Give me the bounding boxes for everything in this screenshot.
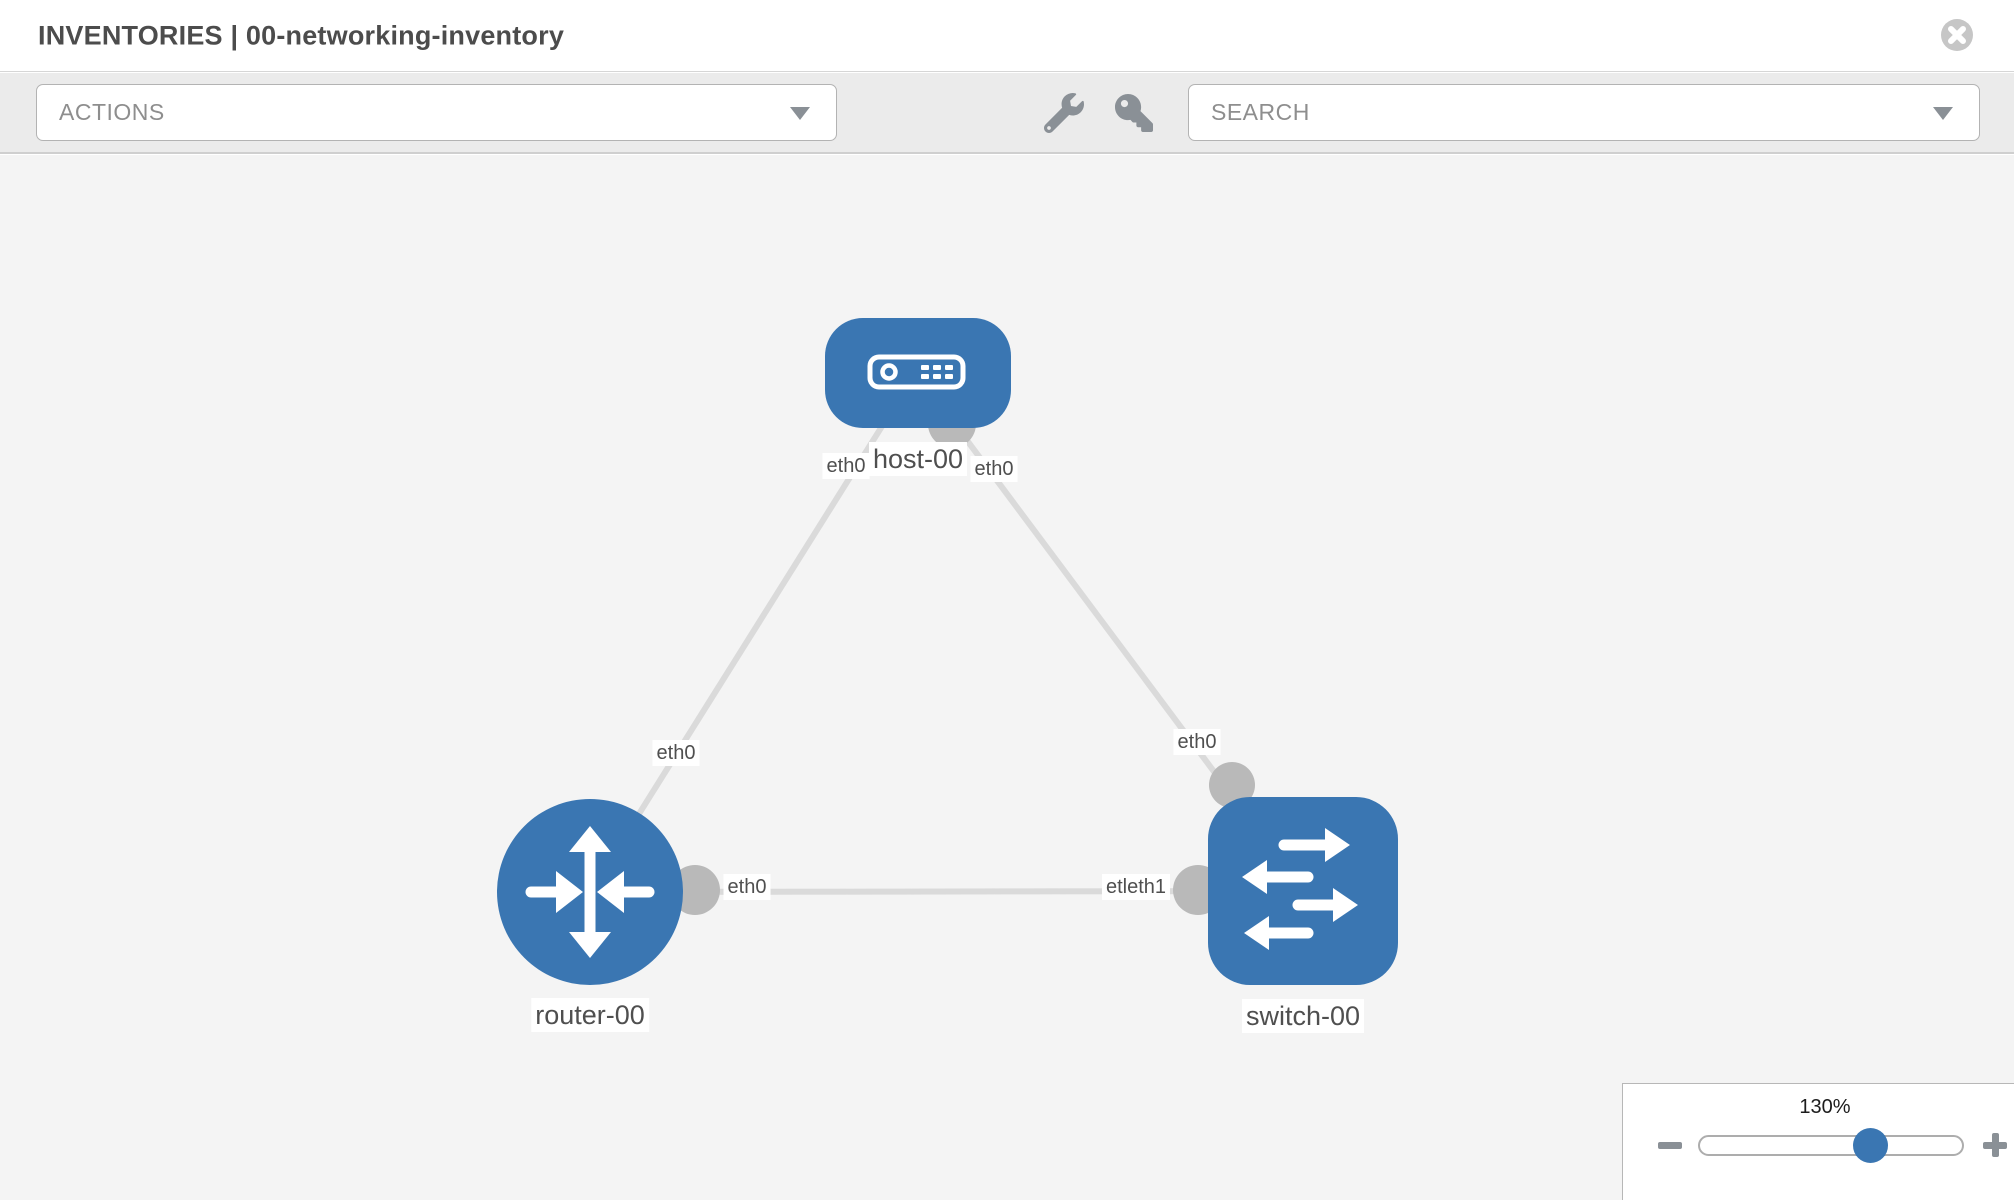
caret-down-icon xyxy=(1933,106,1953,120)
zoom-slider-thumb[interactable] xyxy=(1853,1127,1888,1163)
interface-label: eth0 xyxy=(970,456,1018,482)
topology-graph xyxy=(497,318,1398,985)
node-switch-00[interactable] xyxy=(1208,797,1398,985)
actions-dropdown[interactable]: ACTIONS xyxy=(36,84,837,141)
host-device-icon xyxy=(867,354,966,390)
router-arrows-icon xyxy=(525,826,655,958)
times-circle-icon xyxy=(1941,19,1973,51)
interface-label: eth0 xyxy=(1173,729,1221,755)
interface-label: eth0 xyxy=(652,740,700,766)
node-router-00[interactable] xyxy=(497,799,683,985)
zoom-in-button[interactable] xyxy=(1980,1130,2010,1160)
search-dropdown[interactable]: SEARCH xyxy=(1188,84,1980,141)
tools-button[interactable] xyxy=(1042,91,1086,135)
node-label-host-00: host-00 xyxy=(868,442,968,477)
key-icon xyxy=(1115,94,1153,132)
interface-label: eth0 xyxy=(822,453,870,479)
wrench-icon xyxy=(1044,93,1084,133)
node-host-00[interactable] xyxy=(825,318,1011,428)
interface-label: etleth1 xyxy=(1101,874,1171,900)
actions-dropdown-label: ACTIONS xyxy=(59,99,165,125)
node-label-router-00: router-00 xyxy=(531,998,649,1033)
switch-arrows-icon xyxy=(1242,828,1358,950)
topology-canvas[interactable]: eth0 eth0 eth0 eth0 eth0 etleth1 host-00… xyxy=(0,155,2014,1200)
minus-icon xyxy=(1658,1142,1682,1149)
interface-label: eth0 xyxy=(723,874,771,900)
caret-down-icon xyxy=(790,106,810,120)
zoom-slider[interactable] xyxy=(1698,1127,1964,1163)
zoom-out-button[interactable] xyxy=(1655,1130,1685,1160)
zoom-value: 130% xyxy=(1799,1096,1851,1118)
interface-dot-router-eth0 xyxy=(670,865,720,915)
page-title: INVENTORIES | 00-networking-inventory xyxy=(38,20,565,50)
toolbar: ACTIONS SEARCH xyxy=(0,73,2014,154)
search-dropdown-label: SEARCH xyxy=(1211,99,1310,125)
node-label-switch-00: switch-00 xyxy=(1241,999,1365,1034)
app-header: INVENTORIES | 00-networking-inventory xyxy=(0,0,2014,72)
zoom-panel: 130% xyxy=(1622,1083,2014,1200)
key-button[interactable] xyxy=(1112,91,1156,135)
close-button[interactable] xyxy=(1940,18,1974,52)
interface-dot-switch-eth0 xyxy=(1209,762,1255,808)
